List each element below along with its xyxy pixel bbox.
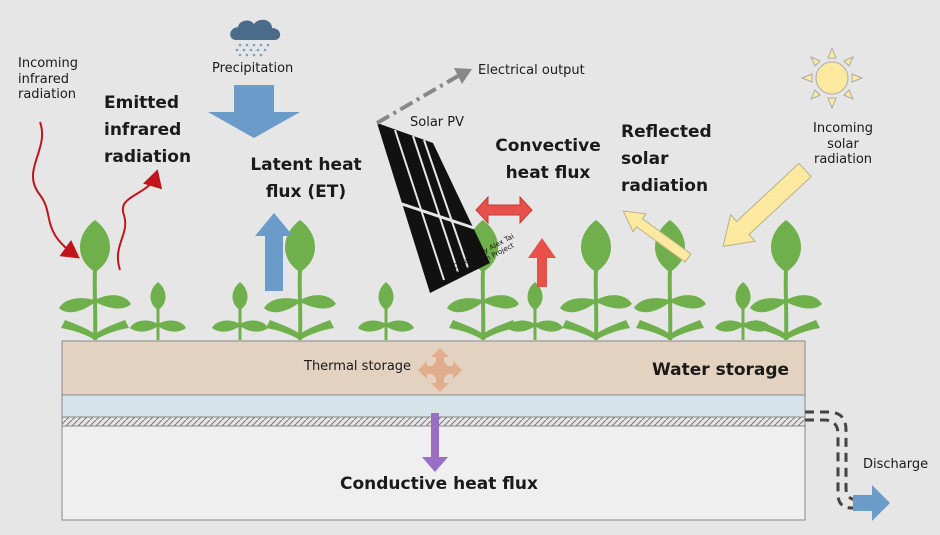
incoming-infrared-arrow xyxy=(32,121,80,259)
reflected-solar-label: Reflected solar radiation xyxy=(621,122,712,197)
discharge-path xyxy=(805,410,890,521)
electrical-output-arrow xyxy=(375,68,472,125)
precipitation-arrow xyxy=(208,85,300,138)
convective-up-arrow xyxy=(528,238,556,287)
precipitation-label: Precipitation xyxy=(212,61,294,76)
convective-double-arrow xyxy=(475,195,533,225)
latent-heat-arrow xyxy=(255,213,293,291)
incoming-solar-label: Incoming solar radiation xyxy=(813,121,873,168)
discharge-label: Discharge xyxy=(863,457,929,472)
latent-heat-label: Latent heat flux (ET) xyxy=(250,155,362,203)
solar-pv-label: Solar PV xyxy=(410,115,464,130)
emitted-infrared-arrow xyxy=(116,169,163,271)
emitted-infrared-label: Emitted infrared radiation xyxy=(104,93,192,168)
conductive-arrow xyxy=(422,413,448,472)
thermal-storage-arrow xyxy=(418,348,462,392)
discharge-arrow xyxy=(853,485,890,521)
water-storage-label: Water storage xyxy=(652,360,790,380)
convective-label: Convective heat flux xyxy=(495,136,601,184)
incoming-solar-arrow xyxy=(722,162,812,247)
reflected-solar-arrow xyxy=(622,210,692,263)
sun-icon xyxy=(800,46,864,110)
rain-cloud-icon xyxy=(230,19,281,57)
incoming-infrared-label: Incoming infrared radiation xyxy=(18,56,78,103)
thermal-storage-label: Thermal storage xyxy=(304,359,412,374)
conductive-label: Conductive heat flux xyxy=(340,474,538,494)
solar-panel-icon xyxy=(377,123,490,293)
electrical-output-label: Electrical output xyxy=(478,63,585,78)
